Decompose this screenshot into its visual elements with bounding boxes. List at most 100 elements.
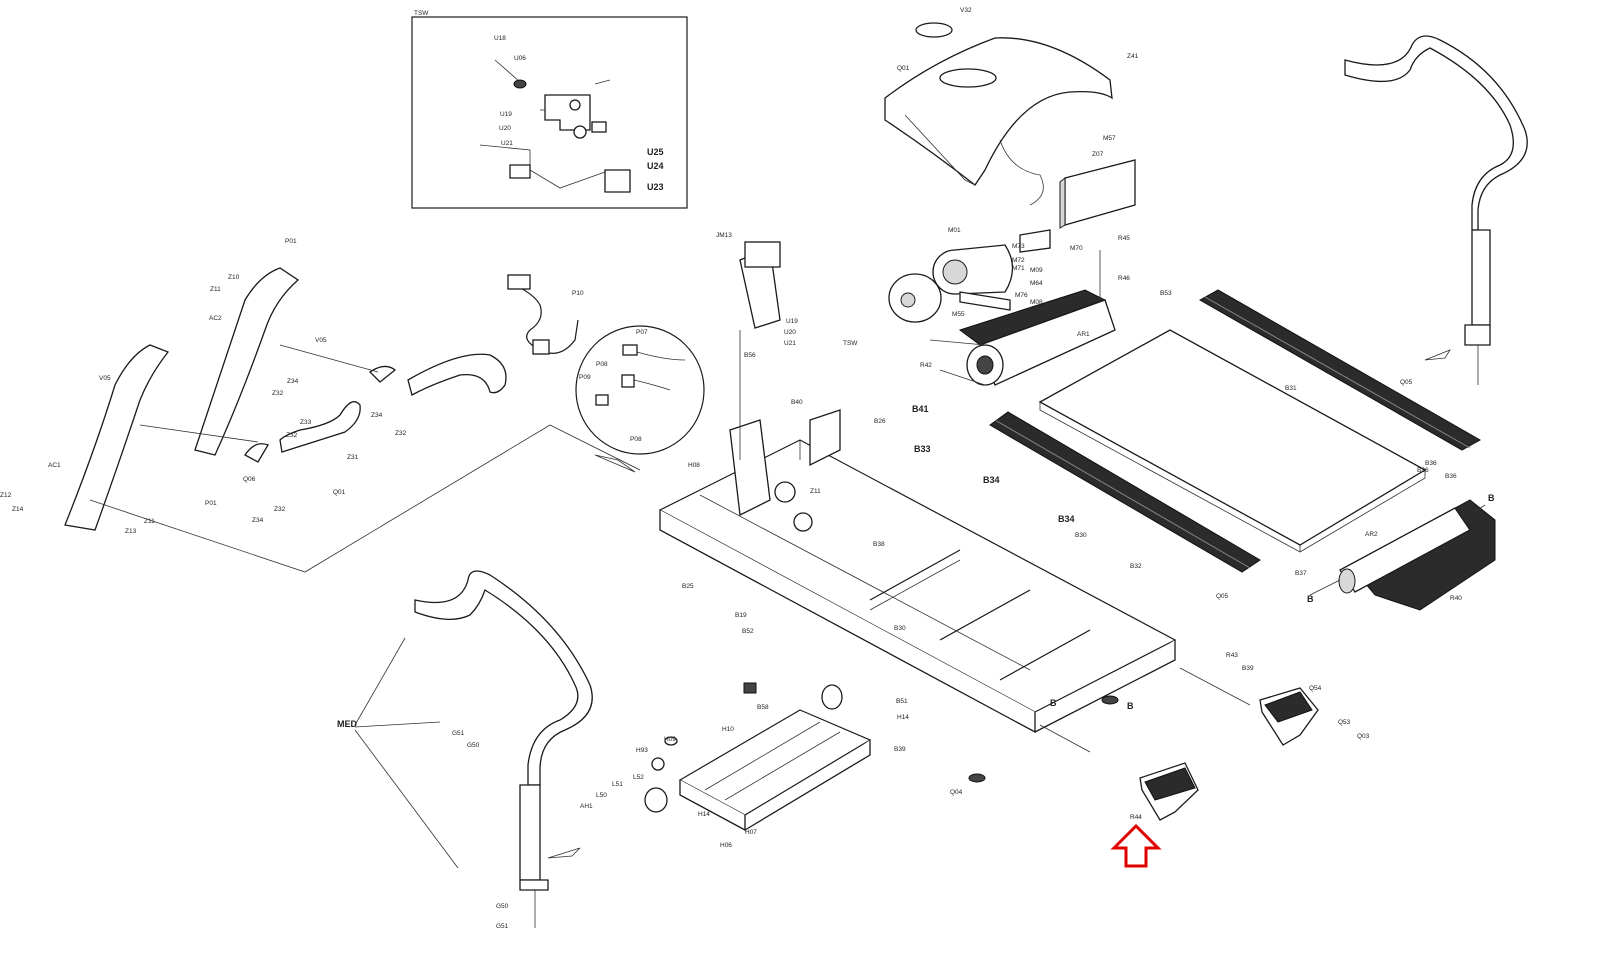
part-label-z32: Z32 <box>395 430 407 437</box>
left-upright-ac1 <box>64 344 170 531</box>
part-label-q01: Q01 <box>333 489 346 496</box>
part-label-h09: H09 <box>664 736 676 743</box>
part-label-jm13: JM13 <box>716 232 732 239</box>
part-label-b34: B34 <box>1058 514 1075 524</box>
leveling-foot <box>968 773 986 783</box>
part-label-z31: Z31 <box>347 454 359 461</box>
part-label-u19: U19 <box>500 111 512 118</box>
part-label-z34: Z34 <box>287 378 299 385</box>
part-label-b36: B36 <box>1417 467 1429 474</box>
front-wheel <box>644 787 668 813</box>
part-label-ac2: AC2 <box>209 315 222 322</box>
part-label-m57: M57 <box>1103 135 1116 142</box>
incline-wheel <box>821 684 843 710</box>
part-label-r45: R45 <box>1118 235 1130 242</box>
part-label-m55: M55 <box>952 311 965 318</box>
part-label-b39: B39 <box>1242 665 1254 672</box>
part-label-p01: P01 <box>205 500 217 507</box>
part-label-z41: Z41 <box>1127 53 1139 60</box>
motor-cover <box>884 37 1113 186</box>
part-label-u21: U21 <box>501 140 513 147</box>
part-label-q54: Q54 <box>1309 685 1322 692</box>
motor-cover-assembly <box>884 22 1136 323</box>
part-label-b51: B51 <box>896 698 908 705</box>
part-label-b36: B36 <box>1425 460 1437 467</box>
part-label-b38: B38 <box>873 541 885 548</box>
part-label-v05: V05 <box>315 337 327 344</box>
part-label-r42: R42 <box>920 362 932 369</box>
right-handrail-assembly <box>1344 35 1528 385</box>
incline-base <box>644 682 872 832</box>
part-label-ah1: AH1 <box>580 803 593 810</box>
part-label-ar1: AR1 <box>1077 331 1090 338</box>
part-label-b19: B19 <box>735 612 747 619</box>
part-label-z34: Z34 <box>371 412 383 419</box>
part-label-b53: B53 <box>1160 290 1172 297</box>
left-side-rail <box>989 411 1261 573</box>
part-label-h06: H06 <box>720 842 732 849</box>
part-label-h14: H14 <box>698 811 710 818</box>
part-label-u20: U20 <box>784 329 796 336</box>
part-label-p08: P08 <box>630 436 642 443</box>
tsw-inset <box>411 16 688 209</box>
part-label-m72: M72 <box>1012 257 1025 264</box>
part-label-p01: P01 <box>285 238 297 245</box>
part-label-b34: B34 <box>983 475 1000 485</box>
handrail-tube <box>1344 35 1528 231</box>
part-label-h10: H10 <box>722 726 734 733</box>
part-label-b26: B26 <box>874 418 886 425</box>
part-label-p08: P08 <box>596 361 608 368</box>
rear-roller-assembly <box>1309 499 1496 611</box>
inset-frame <box>411 16 688 209</box>
end-caps <box>968 667 1319 821</box>
part-label-b36: B36 <box>1445 473 1457 480</box>
part-label-z07: Z07 <box>1092 151 1104 158</box>
part-label-z11: Z11 <box>144 518 155 525</box>
part-label-h07: H07 <box>745 829 757 836</box>
power-plug <box>507 274 531 290</box>
part-label-z14: Z14 <box>12 506 24 513</box>
running-deck <box>1038 329 1427 553</box>
part-label-h08: H08 <box>688 462 700 469</box>
part-label-u06: U06 <box>514 55 526 62</box>
left-upright-assembly <box>64 267 641 573</box>
part-label-g50: G50 <box>467 742 480 749</box>
part-label-z11: Z11 <box>810 488 821 495</box>
part-label-q06: Q06 <box>243 476 256 483</box>
part-label-l50: L50 <box>596 792 607 799</box>
part-label-r40: R40 <box>1450 595 1462 602</box>
part-label-b52: B52 <box>742 628 754 635</box>
cover-cap <box>915 22 953 38</box>
part-label-b31: B31 <box>1285 385 1297 392</box>
part-label-v32: V32 <box>960 7 972 14</box>
part-label-p09: P09 <box>579 374 591 381</box>
part-label-r44: R44 <box>1130 814 1142 821</box>
part-label-q04: Q04 <box>950 789 963 796</box>
part-label-m01: M01 <box>948 227 961 234</box>
detail-circle <box>575 325 705 455</box>
handrail-tube-left <box>414 570 593 786</box>
part-label-b56: B56 <box>744 352 756 359</box>
deck-board <box>1038 329 1427 546</box>
part-label-u18: U18 <box>494 35 506 42</box>
part-label-z32: Z32 <box>274 506 286 513</box>
part-label-u24: U24 <box>647 161 664 171</box>
part-label-m64: M64 <box>1030 280 1043 287</box>
handrail-post <box>1471 229 1491 326</box>
part-label-z34: Z34 <box>252 517 264 524</box>
highlight-arrow <box>1110 823 1162 868</box>
handle-cap-left <box>244 443 269 463</box>
part-label-r46: R46 <box>1118 275 1130 282</box>
wiring-harness <box>507 274 705 455</box>
right-upright-ac2 <box>194 267 300 456</box>
handle-cap-right <box>368 365 397 383</box>
motor-bracket <box>729 419 771 516</box>
part-label-u25: U25 <box>647 147 664 157</box>
red-up-arrow <box>1110 823 1162 868</box>
side-rails <box>989 289 1482 573</box>
part-label-b30: B30 <box>894 625 906 632</box>
inset-title: TSW <box>414 10 429 17</box>
part-label-b: B <box>1488 493 1495 503</box>
